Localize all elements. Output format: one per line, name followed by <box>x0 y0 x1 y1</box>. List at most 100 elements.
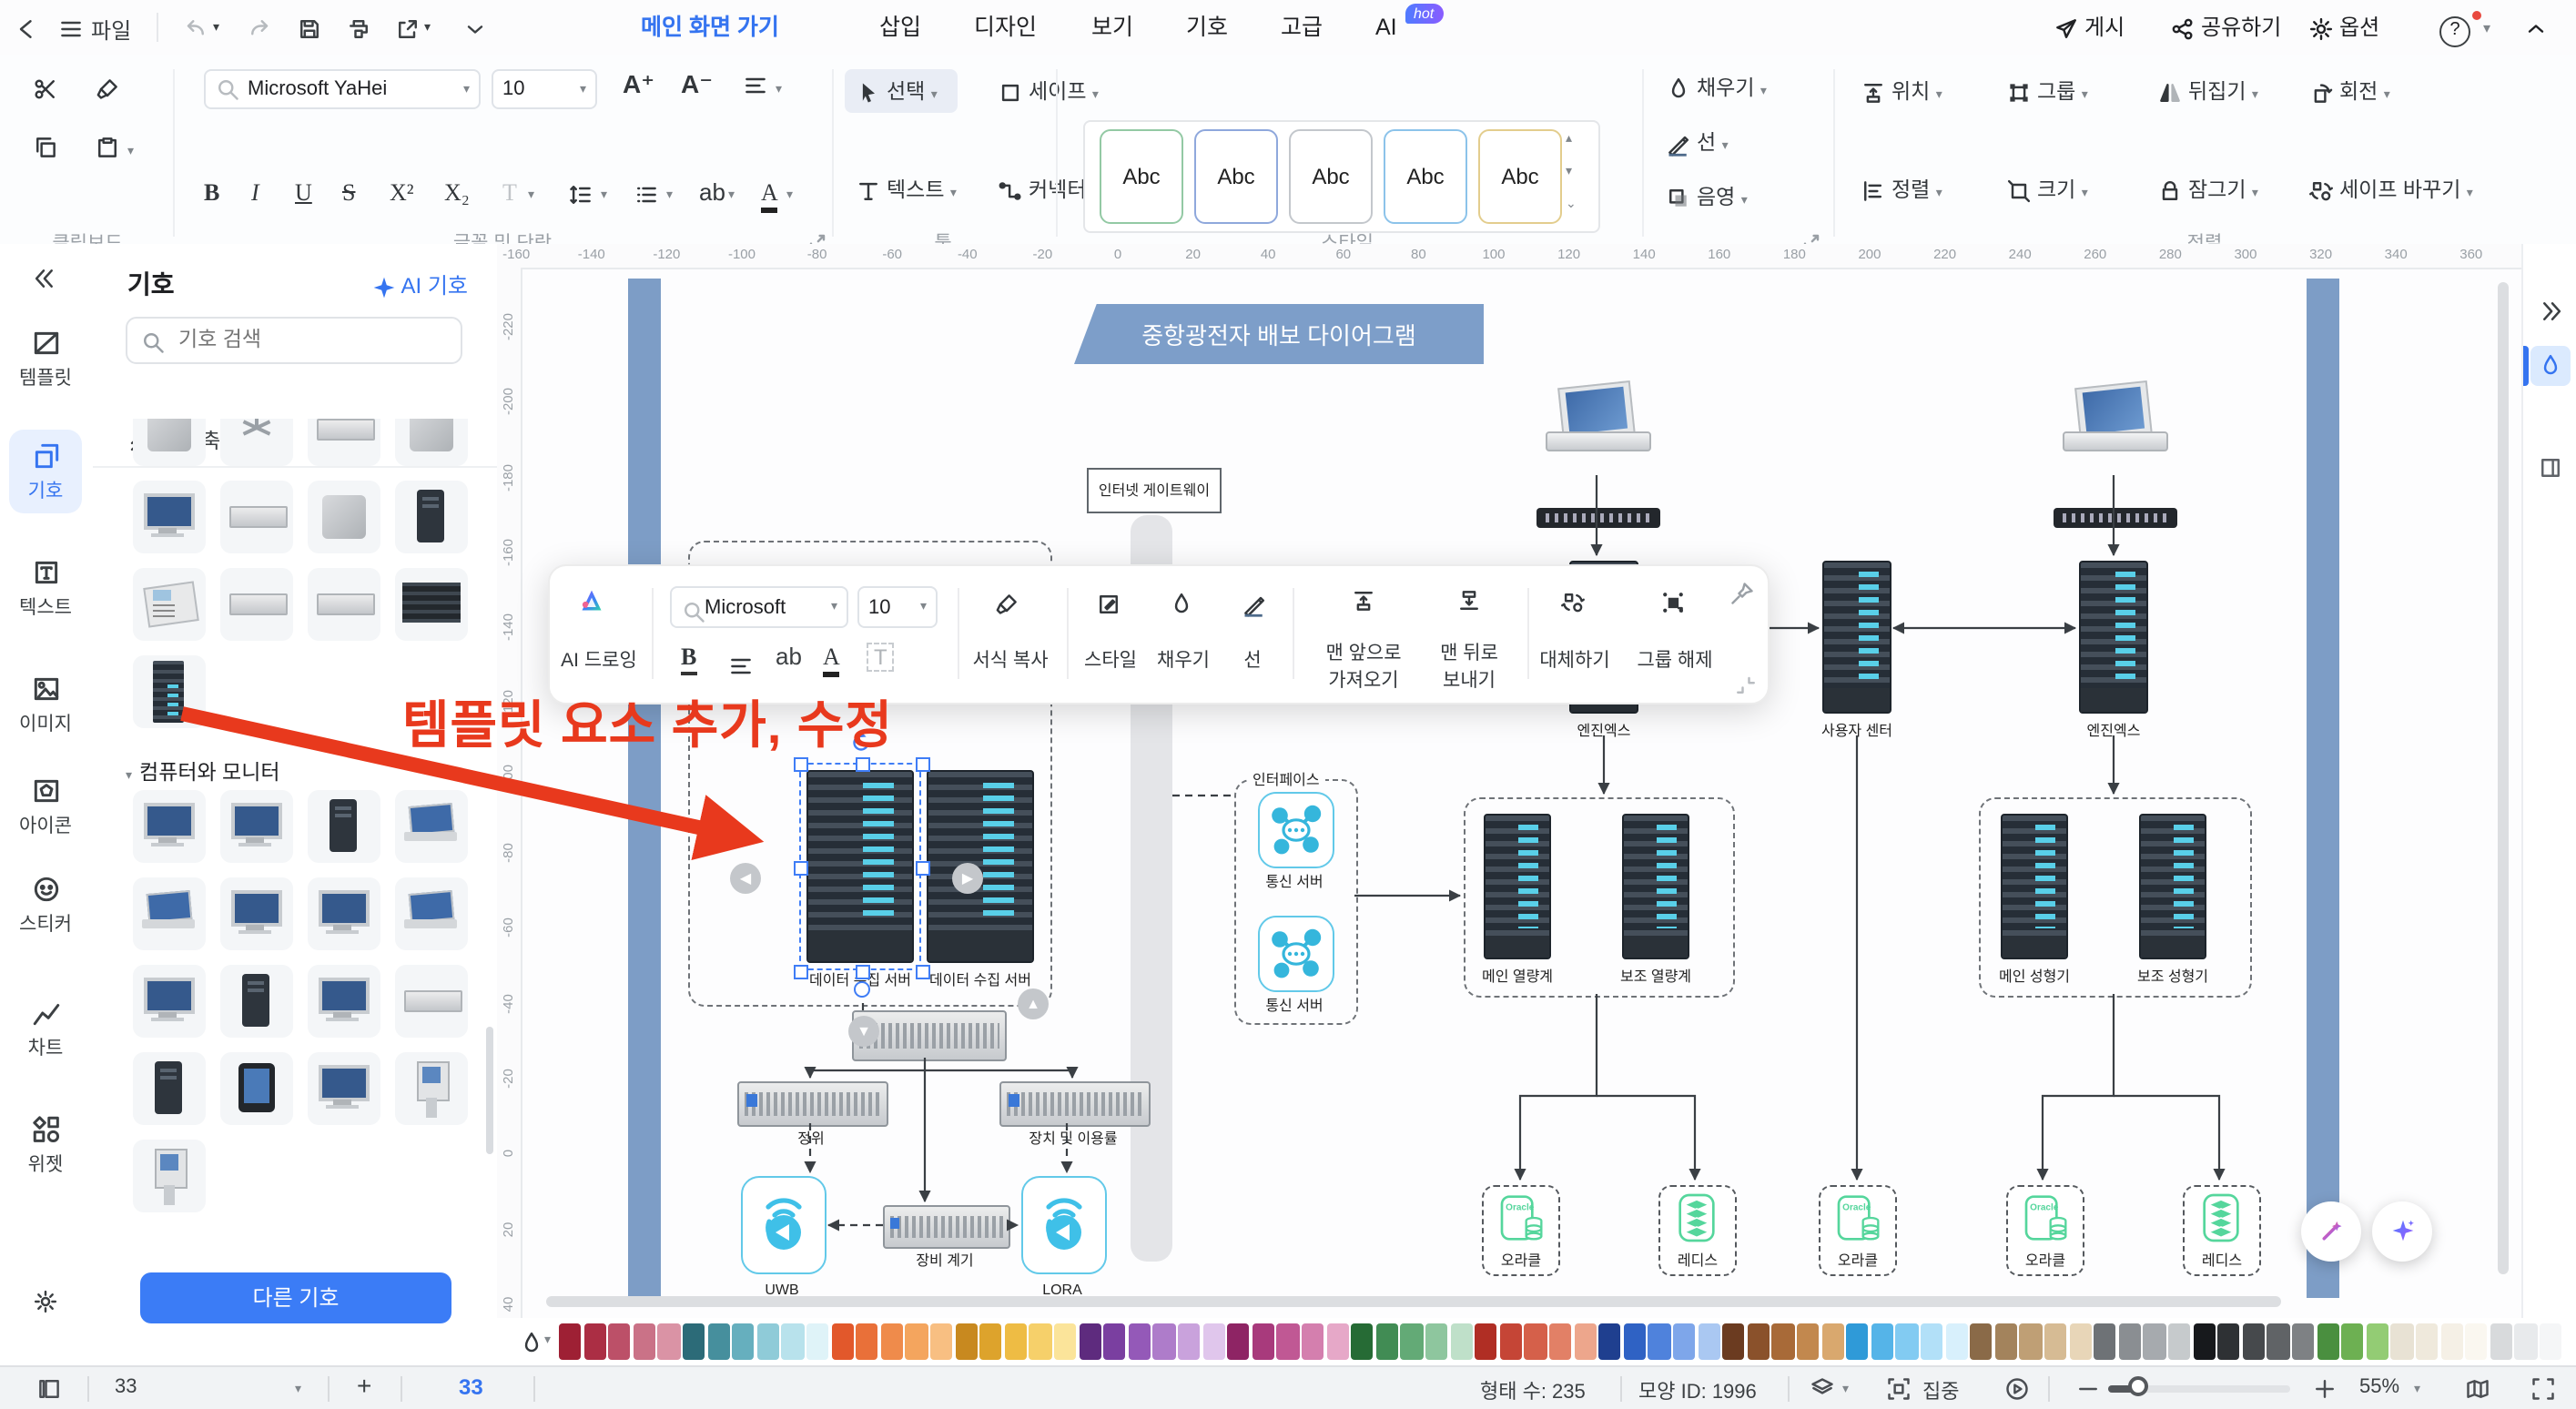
rotate-icon[interactable] <box>849 730 871 752</box>
color-swatch[interactable] <box>2416 1323 2439 1360</box>
selection-handle[interactable] <box>916 757 930 772</box>
symbol-thumb-monitor[interactable] <box>133 965 206 1038</box>
style-up-caret[interactable]: ▴ <box>1566 133 1573 146</box>
symbol-thumb-tower[interactable] <box>133 1052 206 1125</box>
color-swatch[interactable] <box>781 1323 805 1360</box>
panel-tool-icon[interactable] <box>2530 448 2571 488</box>
more-symbols-button[interactable]: 다른 기호 <box>140 1272 451 1323</box>
style-card-2[interactable]: Abc <box>1289 129 1373 224</box>
wide-server-node[interactable] <box>999 1081 1151 1127</box>
replace-label[interactable]: 대체하기 <box>1539 650 1610 672</box>
style-down-caret[interactable]: ▾ <box>1566 166 1573 178</box>
zoom-caret[interactable]: ▾ <box>2414 1384 2421 1396</box>
select-tool[interactable]: 선택 ▾ <box>856 76 938 106</box>
print-icon[interactable] <box>346 13 371 46</box>
color-swatch[interactable] <box>2540 1323 2562 1360</box>
color-swatch[interactable] <box>1079 1323 1101 1360</box>
server-rack-node[interactable] <box>1484 814 1551 959</box>
sidebar-item-차트[interactable]: 차트 <box>5 998 86 1061</box>
style-card-1[interactable]: Abc <box>1194 129 1278 224</box>
line-spacing-icon[interactable] <box>568 182 599 208</box>
color-swatch[interactable] <box>583 1323 606 1360</box>
selection-handle[interactable] <box>794 965 808 979</box>
undo-caret[interactable]: ▾ <box>213 22 220 35</box>
color-swatch[interactable] <box>2118 1323 2141 1360</box>
color-swatch[interactable] <box>1970 1323 1993 1360</box>
symbol-thumb-monitor[interactable] <box>220 877 293 950</box>
floating-size-select[interactable]: 10▾ <box>857 586 938 628</box>
color-swatch[interactable] <box>2168 1323 2191 1360</box>
copy-icon[interactable] <box>33 135 64 160</box>
sidebar-item-기호[interactable]: 기호 <box>5 441 86 504</box>
panel-collapse-icon[interactable] <box>31 262 56 295</box>
server-rack-node[interactable] <box>1622 814 1689 959</box>
zoom-slider-track[interactable] <box>2108 1385 2290 1393</box>
color-swatch[interactable] <box>2217 1323 2240 1360</box>
color-swatch[interactable] <box>955 1323 978 1360</box>
symbol-thumb-pcset[interactable] <box>133 790 206 863</box>
옵션-button[interactable]: 옵션 <box>2308 0 2379 55</box>
symbol-thumb-flat[interactable] <box>220 568 293 641</box>
ai-drawing-icon[interactable] <box>579 584 604 617</box>
color-swatch[interactable] <box>2341 1323 2364 1360</box>
ungroup-icon[interactable] <box>1660 586 1686 619</box>
strikethrough-button[interactable]: S <box>342 178 356 206</box>
color-swatch[interactable] <box>1152 1323 1176 1360</box>
symbol-thumb-flat[interactable] <box>308 568 380 641</box>
color-swatch[interactable] <box>2390 1323 2414 1360</box>
bring-front-icon[interactable] <box>1351 584 1376 617</box>
color-swatch[interactable] <box>979 1323 1002 1360</box>
color-swatch[interactable] <box>1821 1323 1844 1360</box>
symbol-thumb-tablet[interactable] <box>220 1052 293 1125</box>
selection-handle[interactable] <box>916 965 930 979</box>
page-number[interactable]: 33 <box>115 1376 137 1398</box>
style-card-4[interactable]: Abc <box>1478 129 1562 224</box>
line-button[interactable]: 선 ▾ <box>1666 127 1729 157</box>
color-swatch[interactable] <box>2366 1323 2388 1360</box>
color-swatch[interactable] <box>1747 1323 1770 1360</box>
zoom-out-icon[interactable] <box>2075 1376 2101 1402</box>
color-swatch[interactable] <box>1921 1323 1943 1360</box>
ai-symbol-button[interactable]: AI 기호 <box>370 269 468 300</box>
format-panel-icon[interactable] <box>2530 346 2571 386</box>
floating-align-icon[interactable] <box>728 650 754 683</box>
help-caret[interactable]: ▾ <box>2483 20 2491 36</box>
color-swatch[interactable] <box>756 1323 779 1360</box>
laptop-node[interactable] <box>2063 380 2168 457</box>
zoom-slider-knob[interactable] <box>2128 1376 2148 1396</box>
paste-icon[interactable] <box>95 135 126 160</box>
color-swatch[interactable] <box>2242 1323 2265 1360</box>
selection-handle[interactable] <box>916 861 930 876</box>
tab-고급[interactable]: 고급 <box>1281 15 1323 40</box>
fill-button[interactable]: 채우기 ▾ <box>1666 73 1767 102</box>
tab-디자인[interactable]: 디자인 <box>974 15 1038 40</box>
line-label[interactable]: 선 <box>1243 650 1262 672</box>
color-swatch[interactable] <box>608 1323 631 1360</box>
add-page-button[interactable]: + <box>357 1371 372 1400</box>
align-caret[interactable]: ▾ <box>776 84 783 96</box>
bold-button[interactable]: B <box>204 178 220 206</box>
symbol-thumb-box[interactable] <box>133 419 206 466</box>
color-swatch[interactable] <box>2267 1323 2290 1360</box>
font-decrease-button[interactable]: A⁻ <box>681 69 713 98</box>
font-family-select[interactable]: Microsoft YaHei▾ <box>204 69 481 109</box>
text-tool[interactable]: 텍스트 ▾ <box>856 175 957 204</box>
server-rack-node[interactable] <box>1822 561 1891 714</box>
floating-bold-button[interactable]: B <box>681 643 697 675</box>
arrange-정렬[interactable]: 정렬 ▾ <box>1861 175 1942 204</box>
symbol-thumb-flat[interactable] <box>395 965 468 1038</box>
color-swatch[interactable] <box>1549 1323 1572 1360</box>
게시-button[interactable]: 게시 <box>2054 0 2125 55</box>
color-swatch[interactable] <box>683 1323 705 1360</box>
search-input[interactable] <box>175 328 455 353</box>
minimap-icon[interactable] <box>2465 1376 2490 1402</box>
list-icon[interactable] <box>634 182 664 208</box>
zoom-value[interactable]: 55% <box>2359 1376 2400 1398</box>
symbol-thumb-flat[interactable] <box>220 481 293 553</box>
italic-button[interactable]: I <box>251 178 259 206</box>
color-swatch[interactable] <box>559 1323 582 1360</box>
export-icon[interactable] <box>395 13 421 46</box>
arrange-잠그기[interactable]: 잠그기 ▾ <box>2157 175 2258 204</box>
